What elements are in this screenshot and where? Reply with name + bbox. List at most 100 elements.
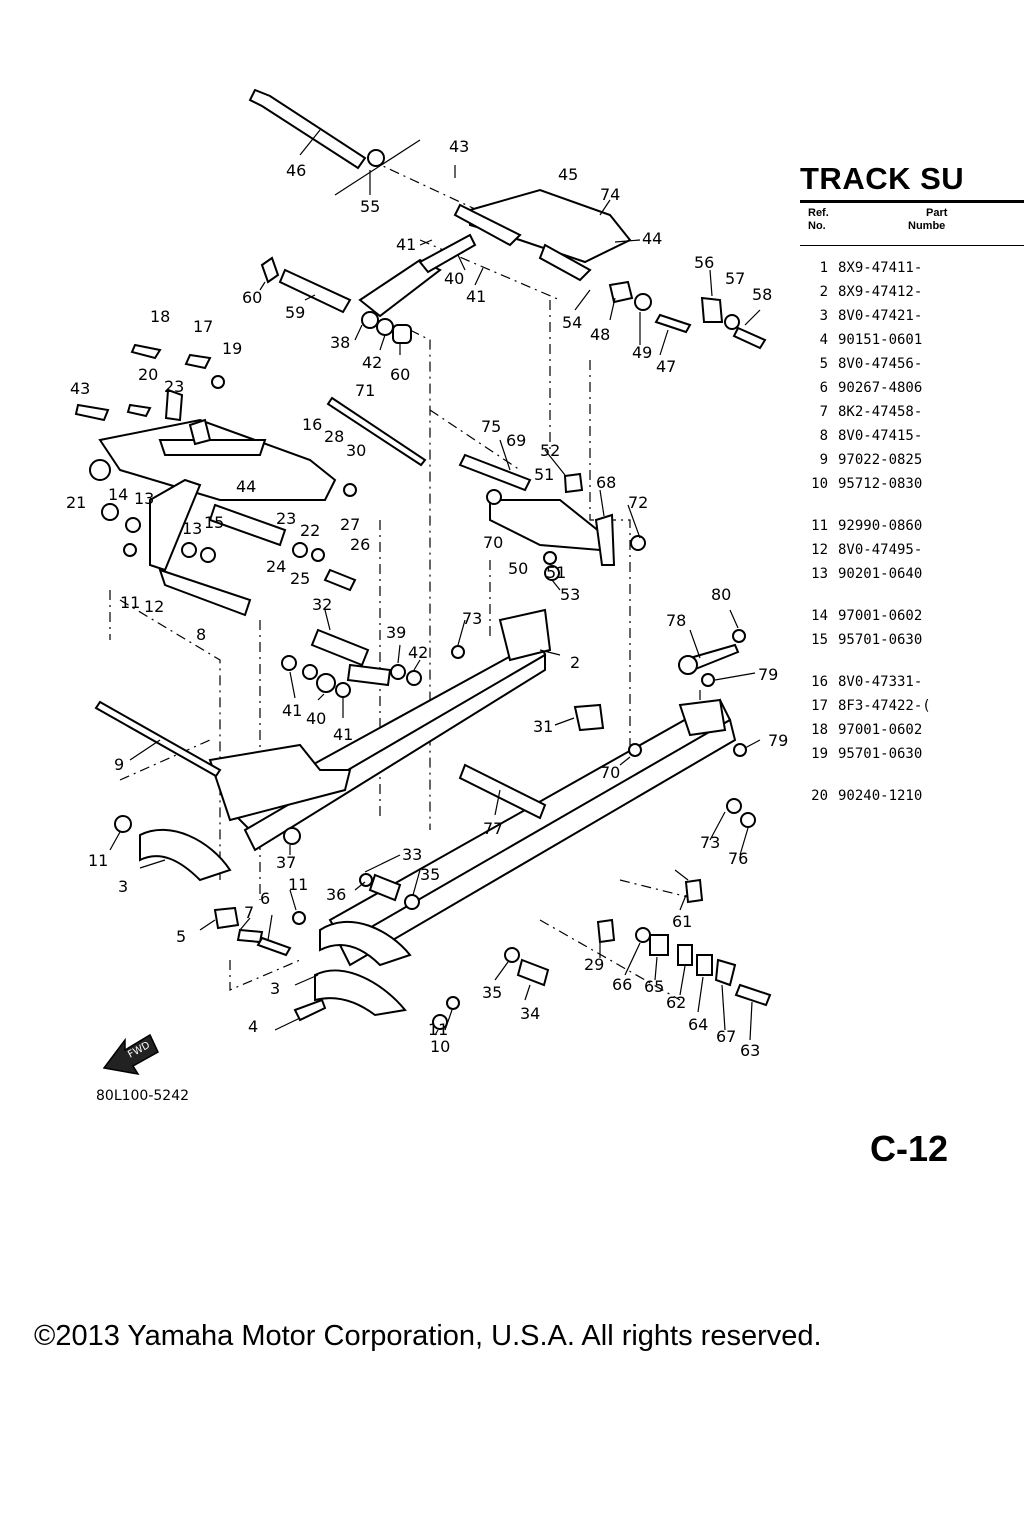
callout-number: 40 xyxy=(444,269,464,288)
part-number: 8V0-47421- xyxy=(838,308,923,324)
callout-number: 42 xyxy=(408,643,428,662)
shock-absorber xyxy=(358,258,442,318)
shaft-8 xyxy=(158,568,252,617)
callout-number: 11 xyxy=(288,875,308,894)
callout-number: 50 xyxy=(508,559,528,578)
callout-number: 51 xyxy=(534,465,554,484)
callout-number: 38 xyxy=(330,333,350,352)
callout-number: 14 xyxy=(108,485,128,504)
table-row: 3 8V0-47421- xyxy=(800,304,931,328)
ref-number: 13 xyxy=(811,566,828,582)
callout-number: 10 xyxy=(430,1037,450,1056)
callout-number: 77 xyxy=(483,819,503,838)
callout-number: 17 xyxy=(193,317,213,336)
arm-50 xyxy=(489,499,612,552)
callout-number: 23 xyxy=(164,377,184,396)
callout-number: 35 xyxy=(482,983,502,1002)
callout-number: 19 xyxy=(222,339,242,358)
callout-number: 31 xyxy=(533,717,553,736)
ref-number: 4 xyxy=(819,332,828,348)
col-part-line1: Part xyxy=(926,207,948,219)
callout-number: 41 xyxy=(333,725,353,744)
callout-number: 73 xyxy=(700,833,720,852)
fwd-arrow-icon xyxy=(102,1033,159,1076)
col-ref-line2: No. xyxy=(808,220,826,232)
callout-number: 25 xyxy=(290,569,310,588)
callout-number: 59 xyxy=(285,303,305,322)
title-rule xyxy=(800,200,1024,203)
callout-number: 71 xyxy=(355,381,375,400)
ref-number: 17 xyxy=(811,698,828,714)
callout-number: 3 xyxy=(118,877,128,896)
callout-number: 13 xyxy=(134,489,154,508)
panel-title: TRACK SU xyxy=(800,161,965,196)
table-row: 5 8V0-47456- xyxy=(800,352,931,376)
cap-31 xyxy=(573,703,605,732)
part-number: 8V0-47456- xyxy=(838,356,923,372)
callout-number: 46 xyxy=(286,161,306,180)
callout-number: 75 xyxy=(481,417,501,436)
callout-number: 66 xyxy=(612,975,632,994)
callout-number: 42 xyxy=(362,353,382,372)
collar-60 xyxy=(260,256,280,284)
part-number: 8K2-47458- xyxy=(838,404,923,420)
part-number: 8V0-47331- xyxy=(838,674,923,690)
exploded-parts-diagram: FWD 465543457444414041605938426054484947… xyxy=(66,88,788,1076)
ref-number: 11 xyxy=(811,518,828,534)
table-row: 6 90267-4806 xyxy=(800,376,931,400)
callout-number: 33 xyxy=(402,845,422,864)
callout-number: 54 xyxy=(562,313,582,332)
table-row: 11 92990-0860 xyxy=(800,496,931,538)
ref-number: 12 xyxy=(811,542,828,558)
collar-55 xyxy=(367,149,385,167)
part-number: 8X9-47411- xyxy=(838,260,923,276)
callout-number: 23 xyxy=(276,509,296,528)
front-arm-16 xyxy=(98,418,337,501)
part-number: 90267-4806 xyxy=(838,380,923,396)
table-row: 1 8X9-47411- xyxy=(800,256,931,280)
callout-number: 7 xyxy=(244,903,254,922)
runner-3 xyxy=(139,829,232,882)
callout-number: 60 xyxy=(242,288,262,307)
callout-number: 44 xyxy=(642,229,662,248)
ref-number: 20 xyxy=(811,788,828,804)
callout-number: 65 xyxy=(644,977,664,996)
copyright-notice: ©2013 Yamaha Motor Corporation, U.S.A. A… xyxy=(34,1320,822,1352)
ref-number: 5 xyxy=(819,356,828,372)
callout-number: 41 xyxy=(282,701,302,720)
ref-number: 7 xyxy=(819,404,828,420)
figure-code: 80L100-5242 xyxy=(96,1088,190,1104)
callout-number: 47 xyxy=(656,357,676,376)
page-id: C-12 xyxy=(870,1128,949,1169)
callout-number: 53 xyxy=(560,585,580,604)
callout-number: 79 xyxy=(768,731,788,750)
callout-number: 30 xyxy=(346,441,366,460)
callout-number: 52 xyxy=(540,441,560,460)
callout-number: 13 xyxy=(182,519,202,538)
callout-number: 24 xyxy=(266,557,286,576)
col-ref-header: Ref. No. xyxy=(808,207,829,233)
part-number: 92990-0860 xyxy=(838,518,923,534)
callout-number: 49 xyxy=(632,343,652,362)
ref-number: 15 xyxy=(811,632,828,648)
callout-number: 28 xyxy=(324,427,344,446)
ref-number: 3 xyxy=(819,308,828,324)
ref-number: 6 xyxy=(819,380,828,396)
callout-number: 80 xyxy=(711,585,731,604)
ref-number: 1 xyxy=(819,260,828,276)
callout-number: 74 xyxy=(600,185,620,204)
rail-parts: FWD xyxy=(74,88,772,1076)
callout-number: 61 xyxy=(672,912,692,931)
callout-number: 11 xyxy=(428,1020,448,1039)
